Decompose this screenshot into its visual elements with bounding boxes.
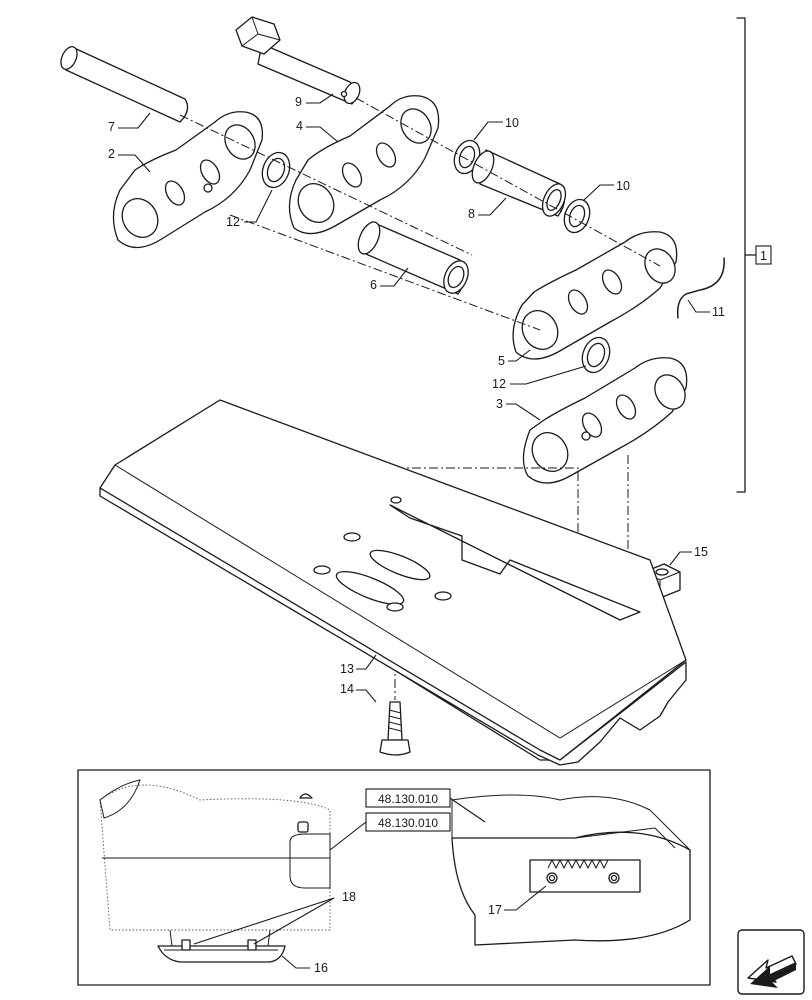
next-page-arrow-icon[interactable]	[737, 929, 805, 995]
reference-label-a: 48.130.010	[378, 792, 438, 806]
clip-part-11	[677, 257, 725, 319]
callout-5: 5	[498, 354, 505, 368]
link-part-3	[522, 357, 688, 484]
track-shoe-part-13	[99, 399, 687, 766]
callout-12b: 12	[492, 377, 506, 391]
link-part-2	[112, 111, 264, 249]
callout-3: 3	[496, 397, 503, 411]
callout-10a: 10	[505, 116, 519, 130]
callout-1: 1	[760, 249, 767, 263]
bolt-part-14	[379, 701, 411, 756]
bushing-part-8	[471, 149, 567, 217]
detail-inset: 16 18 17 48.130.010 48.130.010	[77, 769, 711, 986]
callout-9: 9	[295, 95, 302, 109]
pin-part-7	[60, 46, 189, 123]
guard-part-16	[157, 929, 286, 963]
callout-8: 8	[468, 207, 475, 221]
reference-label-b: 48.130.010	[378, 816, 438, 830]
seal-part-12-upper	[261, 151, 291, 189]
bushing-part-6	[357, 221, 469, 295]
assembly-bracket: 1	[736, 17, 772, 493]
callout-11: 11	[712, 305, 725, 319]
callout-15: 15	[694, 545, 708, 559]
callout-10b: 10	[616, 179, 630, 193]
callout-18: 18	[342, 890, 356, 904]
callout-6: 6	[370, 278, 377, 292]
callout-16: 16	[314, 961, 328, 975]
callout-17: 17	[488, 903, 502, 917]
seal-part-10-lower	[563, 198, 591, 234]
callout-13: 13	[340, 662, 354, 676]
callout-4: 4	[296, 119, 303, 133]
link-part-4	[288, 95, 440, 235]
callout-7: 7	[108, 120, 115, 134]
callout-2: 2	[108, 147, 115, 161]
callout-14: 14	[340, 682, 354, 696]
seal-part-12-lower	[581, 336, 611, 374]
callout-12a: 12	[226, 215, 240, 229]
bolt-part-9	[235, 16, 361, 105]
